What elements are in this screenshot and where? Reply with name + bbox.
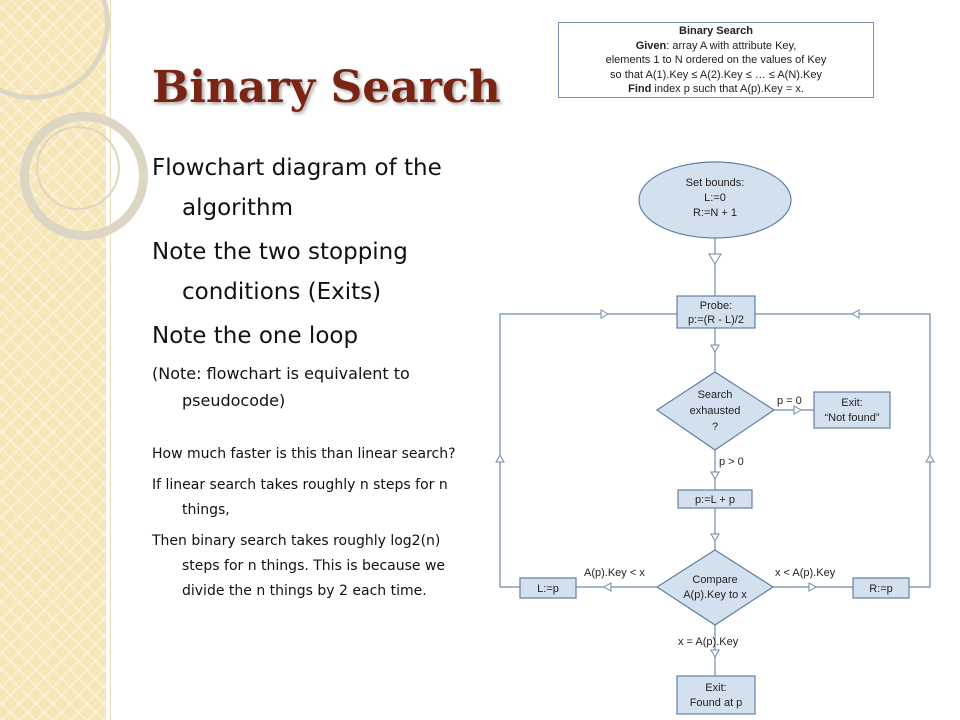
decision2-line-1: Compare [692,574,737,586]
bullet-binary-steps: Then binary search takes roughly log2(n)… [152,533,446,599]
exit-found-line-2: Found at p [690,697,743,709]
label-p-positive: p > 0 [719,456,744,468]
bullet-stopping-conditions: Note the two stopping conditions (Exits) [152,239,408,305]
set-r-label: R:=p [869,583,893,595]
exhausted-decision-node [655,371,776,451]
spec-line-3: so that A(1).Key ≤ A(2).Key ≤ … ≤ A(N).K… [610,68,822,81]
spec-given-label: Given [635,39,667,52]
exit-found-node [676,675,756,715]
bullet-flowchart: Flowchart diagram of the algorithm [152,155,442,221]
decision2-line-2: A(p).Key to x [683,589,747,601]
side-band-divider [106,0,109,720]
bullet-linear-steps: If linear search takes roughly n steps f… [152,477,448,518]
probe-line-2: p:=(R - L)/2 [688,314,744,326]
decorative-side-band [0,0,106,720]
spec-title: Binary Search [679,25,753,37]
problem-spec-box: Binary Search Given: array A with attrib… [558,22,874,98]
probe-line-1: Probe: [700,300,732,312]
exit-found-line-1: Exit: [705,682,726,694]
decision1-line-2: exhausted [690,405,741,417]
set-l-label: L:=p [537,583,559,595]
bullet-one-loop: Note the one loop [152,323,359,349]
update-p-node [677,489,753,509]
set-r-node [852,577,910,599]
set-l-node [519,577,577,599]
decorative-ring-medium [20,112,148,240]
decision1-line-1: Search [698,389,733,401]
binary-search-flowchart: Set bounds: L:=0 R:=N + 1 Probe: p:=(R -… [495,161,935,715]
spec-given-text: : array A with attribute Key, [666,39,797,52]
label-x-equals-a: x = A(p).Key [678,636,739,648]
label-a-less-x: A(p).Key < x [584,567,645,579]
start-line-3: R:=N + 1 [693,207,737,219]
bullet-how-much-faster: How much faster is this than linear sear… [152,446,456,462]
label-x-less-a: x < A(p).Key [775,567,836,579]
slide-title: Binary Search [152,62,501,113]
exit-not-found-node [813,391,891,429]
decision1-line-3: ? [712,421,718,433]
label-p-zero: p = 0 [777,395,802,407]
update-p-label: p:=L + p [695,494,735,506]
exit-not-found-line-2: “Not found” [824,412,879,424]
bullet-list: Flowchart diagram of the algorithm Note … [152,148,462,610]
start-line-1: Set bounds: [686,177,745,189]
bullet-pseudocode-note: (Note: flowchart is equivalent to pseudo… [152,364,410,410]
decorative-ring-small [36,126,120,210]
spec-find-text: index p such that A(p).Key = x. [651,83,804,95]
start-node [638,161,792,239]
probe-node [676,295,756,329]
side-band-divider-thin [110,0,111,720]
exit-not-found-line-1: Exit: [841,397,862,409]
compare-decision-node [655,549,775,626]
spec-find-label: Find [628,83,652,95]
spec-line-2: elements 1 to N ordered on the values of… [605,54,827,66]
start-line-2: L:=0 [704,192,726,204]
